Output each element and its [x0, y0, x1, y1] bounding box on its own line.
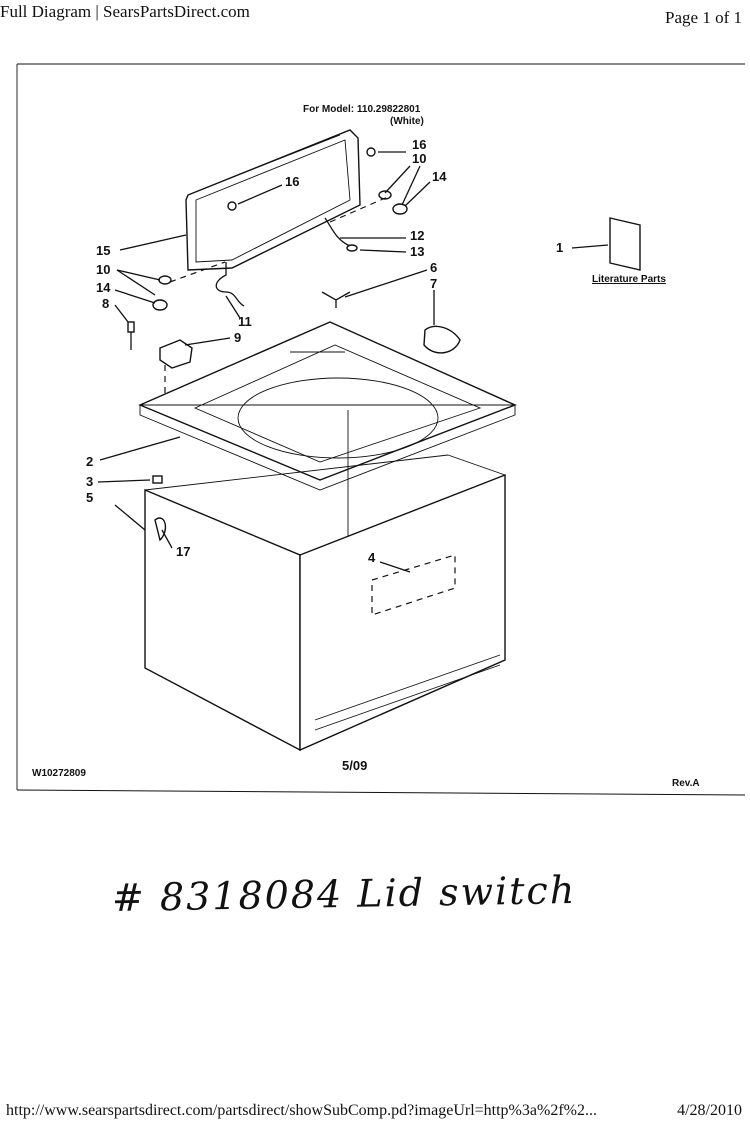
cabinet-label-area	[371, 554, 456, 616]
date-code: 5/09	[342, 758, 367, 773]
footer-url: http://www.searspartsdirect.com/partsdir…	[6, 1102, 597, 1119]
hinge-bushing-right	[392, 203, 408, 215]
hinge-screw-left	[158, 275, 172, 285]
document-number: W10272809	[32, 768, 86, 779]
callout-14-left: 14	[96, 280, 111, 295]
hinge-axis-left	[169, 261, 226, 283]
lid-part	[185, 129, 361, 271]
callout-16-top: 16	[412, 137, 426, 152]
literature-booklet	[609, 217, 641, 271]
hinge-bushing-left	[152, 299, 168, 311]
lid-bumper-right	[366, 147, 376, 157]
screw-8	[127, 321, 135, 333]
callout-2: 2	[86, 454, 93, 469]
clip-6	[321, 291, 351, 308]
handwritten-note: # 8318084 Lid switch	[111, 867, 577, 921]
callout-3: 3	[86, 474, 93, 489]
lid-switch-bracket	[159, 339, 193, 369]
callout-15: 15	[96, 243, 110, 258]
top-cover	[138, 321, 517, 540]
callout-10-top: 10	[412, 151, 426, 166]
callout-17: 17	[176, 544, 190, 559]
lid-switch-connector	[346, 244, 358, 252]
hinge-screw-right	[378, 190, 392, 200]
footer-date: 4/28/2010	[677, 1102, 742, 1119]
model-number: For Model: 110.29822801	[303, 104, 421, 115]
callout-1: 1	[556, 240, 563, 255]
leader-lines	[97, 151, 609, 573]
callout-6: 6	[430, 260, 437, 275]
callout-13: 13	[410, 244, 424, 259]
callout-10-left: 10	[96, 262, 110, 277]
callout-8: 8	[102, 296, 109, 311]
callout-14-top: 14	[432, 169, 447, 184]
callout-12: 12	[410, 228, 424, 243]
lid-hinge-wire	[215, 262, 245, 307]
callout-11: 11	[238, 314, 252, 329]
lid-switch-wire	[324, 217, 351, 247]
clip-3	[152, 475, 163, 484]
cable-tie	[154, 517, 167, 542]
dispenser-cup	[423, 325, 461, 354]
callout-16-lid: 16	[285, 174, 299, 189]
callout-5: 5	[86, 490, 93, 505]
lid-bumper-left	[227, 201, 237, 211]
frame-bottom-edge	[16, 789, 746, 796]
model-color: (White)	[390, 116, 424, 127]
cabinet	[144, 454, 506, 752]
page-number: Page 1 of 1	[665, 8, 742, 27]
callout-4: 4	[368, 550, 376, 565]
literature-parts-label: Literature Parts	[592, 274, 666, 285]
browser-header-title: Full Diagram | SearsPartsDirect.com	[0, 2, 250, 21]
callout-7: 7	[430, 276, 437, 291]
callout-9: 9	[234, 330, 241, 345]
revision-label: Rev.A	[672, 778, 700, 789]
